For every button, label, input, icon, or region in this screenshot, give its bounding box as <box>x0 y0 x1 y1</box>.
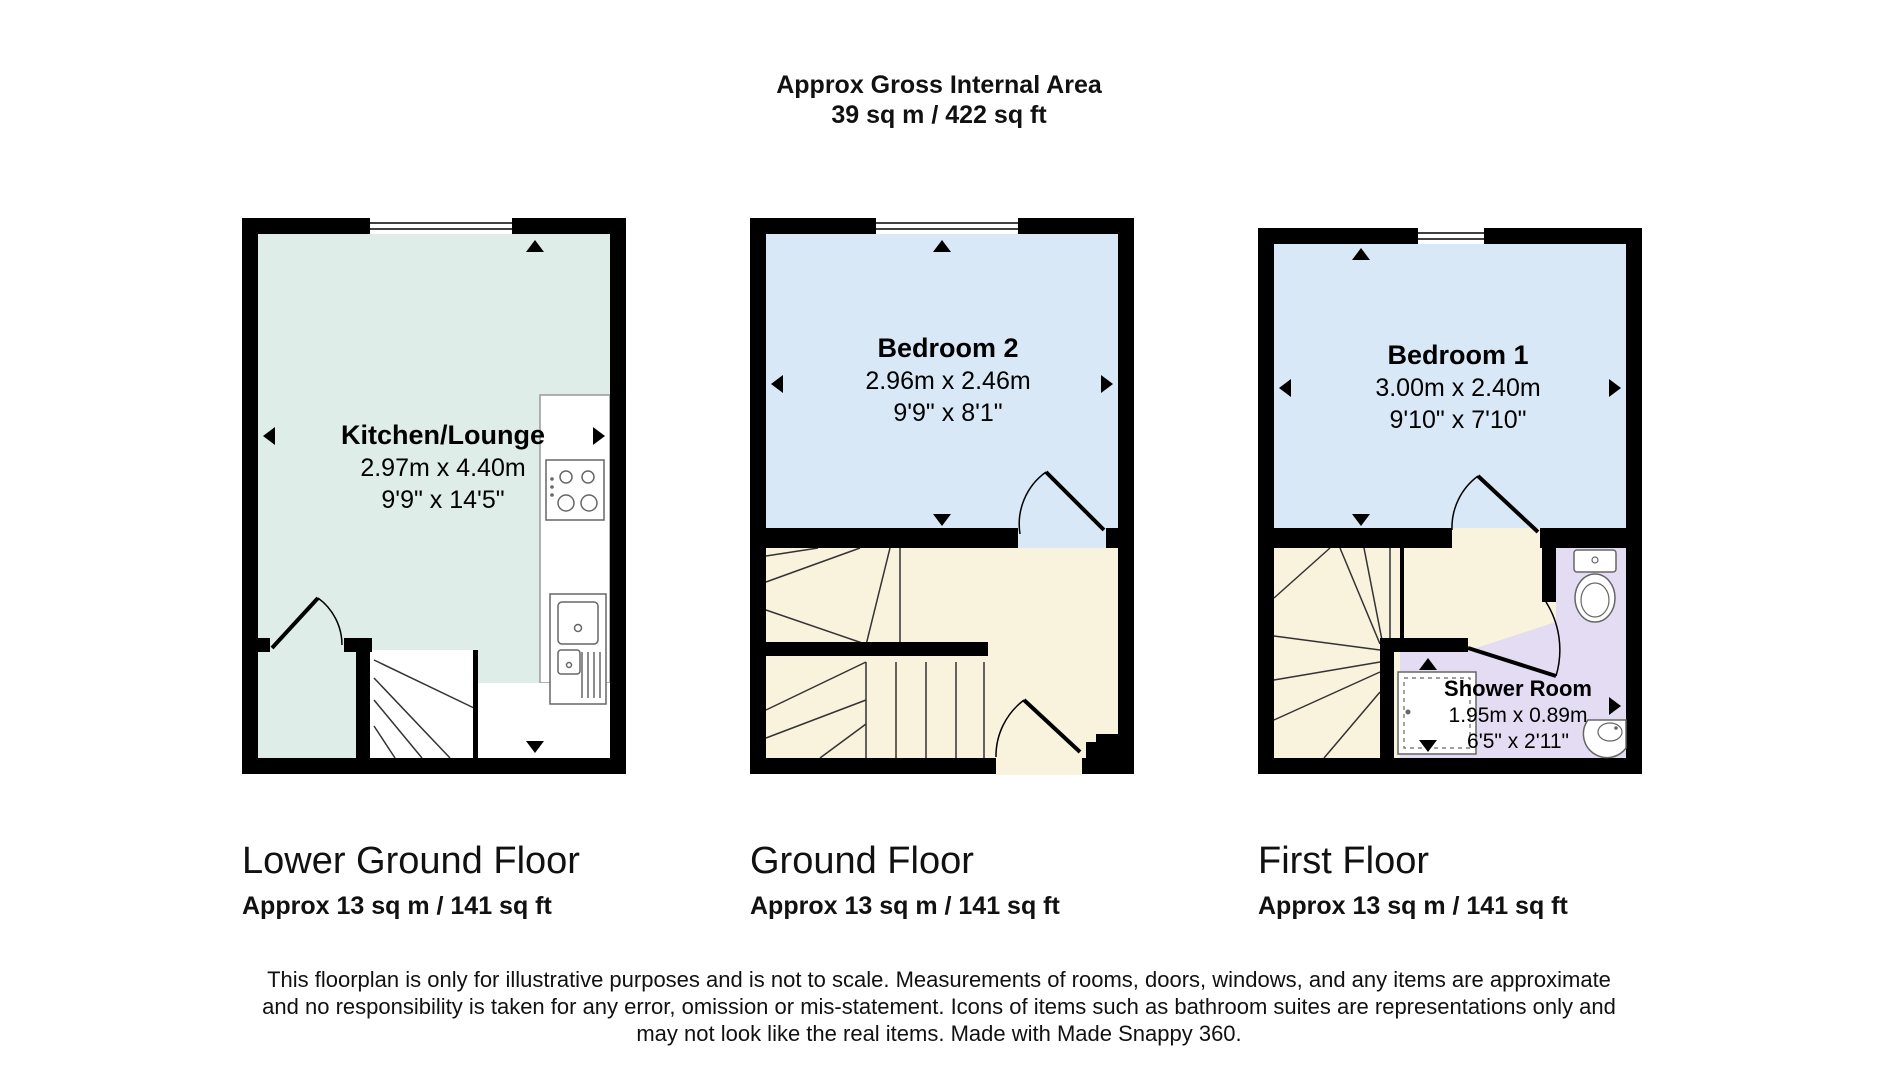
header-title: Approx Gross Internal Area <box>776 71 1102 99</box>
basin-icon <box>1582 719 1627 759</box>
room-imperial: 9'9" x 8'1" <box>893 399 1002 427</box>
room-name: Bedroom 1 <box>1387 340 1528 370</box>
arrow-down-icon <box>1352 514 1370 526</box>
sink-icon <box>549 593 607 705</box>
disclaimer: This floorplan is only for illustrative … <box>240 966 1638 1047</box>
window-icon <box>370 218 512 234</box>
arrow-right-icon <box>1609 697 1621 715</box>
floor-area-lower-ground: Approx 13 sq m / 141 sq ft <box>242 892 552 920</box>
ground-floor-plan: Bedroom 2 2.96m x 2.46m 9'9" x 8'1" <box>750 218 1134 775</box>
first-floor-plan: Bedroom 1 3.00m x 2.40m 9'10" x 7'10" Sh… <box>1258 228 1642 774</box>
toilet-icon <box>1573 549 1617 623</box>
floor-title-lower-ground: Lower Ground Floor <box>242 840 580 882</box>
disclaimer-line: This floorplan is only for illustrative … <box>267 967 1611 992</box>
landing-overlap <box>1400 546 1556 650</box>
door-opening-floor <box>1018 534 1118 548</box>
door-swing-icon <box>1451 474 1540 534</box>
door-swing-icon <box>995 698 1082 758</box>
stairs-ground <box>765 547 986 759</box>
bedroom-2-wall-stub <box>1106 528 1118 548</box>
door-swing-icon <box>1018 470 1106 535</box>
room-metric: 2.97m x 4.40m <box>360 454 525 482</box>
room-name: Kitchen/Lounge <box>341 420 545 450</box>
floor-title-first: First Floor <box>1258 840 1429 882</box>
room-name: Shower Room <box>1444 676 1592 701</box>
arrow-up-icon <box>1352 248 1370 260</box>
hob-icon <box>545 459 605 521</box>
arrow-down-icon <box>1419 740 1437 752</box>
stair-wall-right <box>473 650 478 758</box>
arrow-up-icon <box>526 240 544 252</box>
stair-landing-wall <box>1380 638 1468 652</box>
arrow-left-icon <box>263 427 275 445</box>
bedroom-2-wall <box>766 528 1018 548</box>
room-metric: 1.95m x 0.89m <box>1449 704 1588 727</box>
door-swing-icon <box>1467 601 1561 678</box>
floor-area-ground: Approx 13 sq m / 141 sq ft <box>750 892 1060 920</box>
bedroom-1-floor <box>1274 244 1626 528</box>
room-name: Bedroom 2 <box>877 333 1018 363</box>
corner-block <box>1096 734 1118 758</box>
door-swing-icon <box>270 596 343 650</box>
stairs-lower <box>370 650 478 759</box>
disclaimer-line: and no responsibility is taken for any e… <box>262 994 1616 1019</box>
gross-internal-area-header: Approx Gross Internal Area 39 sq m / 422… <box>0 70 1878 130</box>
window-icon <box>1418 228 1484 244</box>
floor-title-ground: Ground Floor <box>750 840 974 882</box>
stair-wall-left <box>356 638 370 758</box>
room-imperial: 9'9" x 14'5" <box>381 486 504 514</box>
header-total-area: 39 sq m / 422 sq ft <box>831 101 1047 129</box>
stair-top-post <box>1400 548 1404 640</box>
room-imperial: 6'5" x 2'11" <box>1467 730 1569 753</box>
arrow-down-icon <box>526 741 544 753</box>
shower-divider-wall <box>1380 638 1394 758</box>
stair-divider-wall <box>766 642 988 656</box>
lower-ground-floor-plan: Kitchen/Lounge 2.97m x 4.40m 9'9" x 14'5… <box>242 218 626 774</box>
arrow-right-icon <box>593 427 605 445</box>
arrow-up-icon <box>933 240 951 252</box>
corner-block-2 <box>1086 742 1098 758</box>
bedroom-1-wall-right <box>1540 528 1626 548</box>
window-icon <box>876 218 1018 234</box>
entry-door-gap <box>996 757 1082 775</box>
arrow-left-icon <box>771 375 783 393</box>
room-metric: 2.96m x 2.46m <box>865 367 1030 395</box>
room-imperial: 9'10" x 7'10" <box>1389 406 1526 434</box>
arrow-down-icon <box>933 514 951 526</box>
disclaimer-line: may not look like the real items. Made w… <box>636 1021 1242 1046</box>
arrow-right-icon <box>1101 375 1113 393</box>
bedroom-1-wall <box>1274 528 1452 548</box>
stair-wall-top <box>344 638 372 652</box>
arrow-left-icon <box>1279 379 1291 397</box>
room-metric: 3.00m x 2.40m <box>1375 374 1540 402</box>
arrow-right-icon <box>1609 379 1621 397</box>
shower-room-left-wall <box>1542 528 1556 602</box>
shower-tray-icon <box>1397 671 1477 755</box>
door-stub <box>258 638 270 652</box>
arrow-up-icon <box>1419 658 1437 670</box>
floor-area-first: Approx 13 sq m / 141 sq ft <box>1258 892 1568 920</box>
